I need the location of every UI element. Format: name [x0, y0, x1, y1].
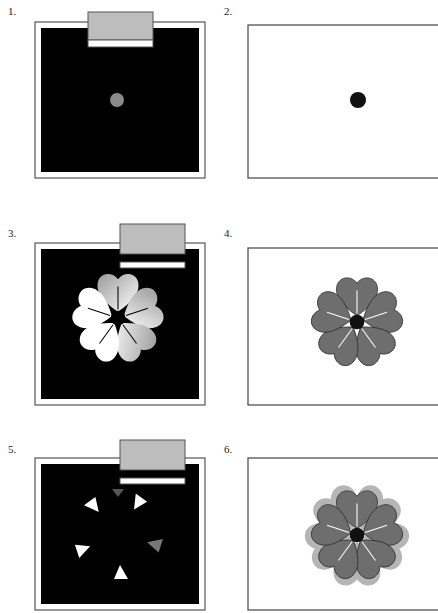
panel-number: 5. [8, 444, 16, 455]
projector-frame [35, 12, 205, 178]
print-sheet [248, 248, 438, 405]
panel-number: 3. [8, 228, 16, 239]
panel-number: 1. [8, 6, 16, 17]
panel-number: 6. [224, 444, 232, 455]
panel-number: 4. [224, 228, 232, 239]
panel-number: 2. [224, 6, 232, 17]
print-sheet [248, 25, 438, 178]
projector-frame [35, 224, 205, 405]
print-sheet [248, 458, 438, 612]
flower-mask [70, 274, 167, 366]
edge-mask [75, 489, 163, 579]
projector-frame [35, 440, 205, 610]
